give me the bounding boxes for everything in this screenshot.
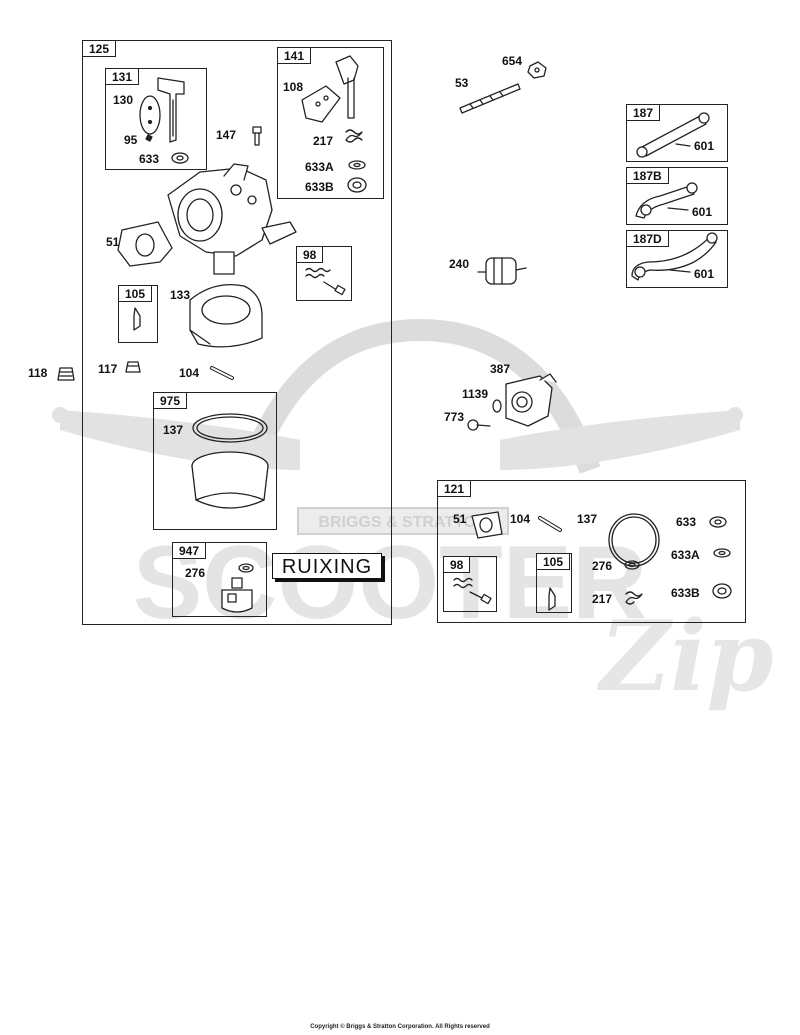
- box-105-kit-needle: 105: [536, 553, 572, 613]
- part-label-117: 117: [98, 362, 118, 376]
- part-label-133: 133: [170, 288, 191, 302]
- part-label-633-kit: 633: [676, 515, 697, 529]
- seal-633-kit-part: [709, 516, 727, 528]
- part-label-108: 108: [283, 80, 304, 94]
- needle-105-kit-part: [548, 587, 556, 611]
- box-187b-fuel-line: 187B: [626, 167, 728, 225]
- part-label-633a: 633A: [305, 160, 334, 174]
- box-121-label: 121: [437, 480, 472, 497]
- box-125-carburetor: 125: [82, 40, 392, 625]
- box-947-label: 947: [172, 542, 207, 559]
- part-label-217: 217: [313, 134, 334, 148]
- box-975-label: 975: [153, 392, 188, 409]
- idle-screw-98-part: [305, 267, 346, 296]
- box-187-label: 187: [626, 104, 661, 121]
- part-label-387: 387: [490, 362, 511, 376]
- part-label-1139: 1139: [462, 387, 489, 401]
- choke-plate-part: [301, 85, 341, 123]
- fuel-line-187d-part: [631, 232, 718, 281]
- part-label-633b-kit: 633B: [671, 586, 700, 600]
- screw-147-part: [252, 126, 262, 146]
- float-133-part: [189, 283, 263, 348]
- screw-773-part: [467, 419, 491, 431]
- part-label-147: 147: [216, 128, 237, 142]
- box-98-label: 98: [296, 246, 324, 263]
- ruixing-brand-label: RUIXING: [272, 553, 382, 579]
- box-98-idle-screw: 98: [296, 246, 352, 301]
- box-105-kit-label: 105: [536, 553, 571, 570]
- part-label-276-kit: 276: [592, 559, 613, 573]
- washer-276-kit-part: [624, 560, 640, 570]
- part-label-137: 137: [163, 423, 184, 437]
- gasket-51-kit-part: [471, 511, 503, 539]
- part-label-276: 276: [185, 566, 206, 580]
- part-label-104: 104: [179, 366, 200, 380]
- part-label-104-kit: 104: [510, 512, 531, 526]
- part-label-601-187d: 601: [694, 267, 715, 281]
- part-label-217-kit: 217: [592, 592, 613, 606]
- part-label-130: 130: [113, 93, 134, 107]
- box-125-label: 125: [82, 40, 117, 57]
- fuel-bowl-part: [191, 451, 269, 509]
- fuel-pump-387-part: [505, 373, 557, 427]
- part-label-118: 118: [28, 366, 48, 380]
- jet-117-part: [125, 361, 141, 373]
- stud-53-part: [459, 83, 521, 114]
- box-187b-label: 187B: [626, 167, 669, 184]
- part-label-773: 773: [444, 410, 465, 424]
- spring-217-kit-part: [625, 591, 643, 605]
- seal-633a-part: [348, 160, 366, 170]
- copyright-footer: Copyright © Briggs & Stratton Corporatio…: [310, 1024, 490, 1030]
- box-105-needle: 105: [118, 285, 158, 343]
- nut-118-part: [57, 367, 75, 381]
- washer-276-part: [238, 563, 254, 573]
- box-121-repair-kit: 121: [437, 480, 746, 623]
- seal-633b-kit-part: [712, 583, 732, 599]
- carburetor-body-part: [167, 163, 297, 275]
- part-label-51-kit: 51: [453, 512, 467, 526]
- part-label-53: 53: [455, 76, 469, 90]
- box-141-choke: 141: [277, 47, 384, 199]
- box-131-throttle: 131: [105, 68, 207, 170]
- o-ring-137-part: [192, 413, 268, 443]
- seal-633-part: [171, 152, 189, 164]
- part-label-137-kit: 137: [577, 512, 598, 526]
- part-label-633: 633: [139, 152, 160, 166]
- part-label-240: 240: [449, 257, 470, 271]
- part-label-633a-kit: 633A: [671, 548, 700, 562]
- idle-screw-98-kit-part: [453, 577, 492, 605]
- box-187d-fuel-line: 187D: [626, 230, 728, 288]
- part-label-601-187b: 601: [692, 205, 713, 219]
- box-141-label: 141: [277, 47, 312, 64]
- throttle-plate-part: [139, 95, 161, 135]
- fuel-filter-240-part: [477, 257, 527, 285]
- part-label-633b: 633B: [305, 180, 334, 194]
- spring-217-part: [345, 129, 363, 143]
- box-105-label: 105: [118, 285, 153, 302]
- box-98-kit-idle-screw: 98: [443, 556, 497, 612]
- needle-105-part: [133, 307, 141, 331]
- screw-95-part: [145, 134, 153, 142]
- box-975-bowl: 975: [153, 392, 277, 530]
- choke-shaft-part: [335, 55, 359, 119]
- throttle-shaft-part: [157, 77, 185, 143]
- fuel-line-187b-part: [635, 182, 698, 219]
- fuel-solenoid-947-part: [221, 577, 253, 613]
- seal-633a-kit-part: [713, 548, 731, 558]
- box-98-kit-label: 98: [443, 556, 471, 573]
- seal-633b-part: [347, 177, 367, 193]
- fuel-line-187-part: [636, 112, 710, 158]
- box-187d-label: 187D: [626, 230, 669, 247]
- part-label-95: 95: [124, 133, 138, 147]
- part-label-601-187: 601: [694, 139, 715, 153]
- gasket-51-part: [117, 221, 173, 267]
- box-131-label: 131: [105, 68, 140, 85]
- seal-1139-part: [492, 399, 502, 413]
- box-947-solenoid: 947: [172, 542, 267, 617]
- part-label-654: 654: [502, 54, 523, 68]
- box-187-fuel-line: 187: [626, 104, 728, 162]
- nut-654-part: [527, 61, 547, 79]
- part-label-51: 51: [106, 235, 120, 249]
